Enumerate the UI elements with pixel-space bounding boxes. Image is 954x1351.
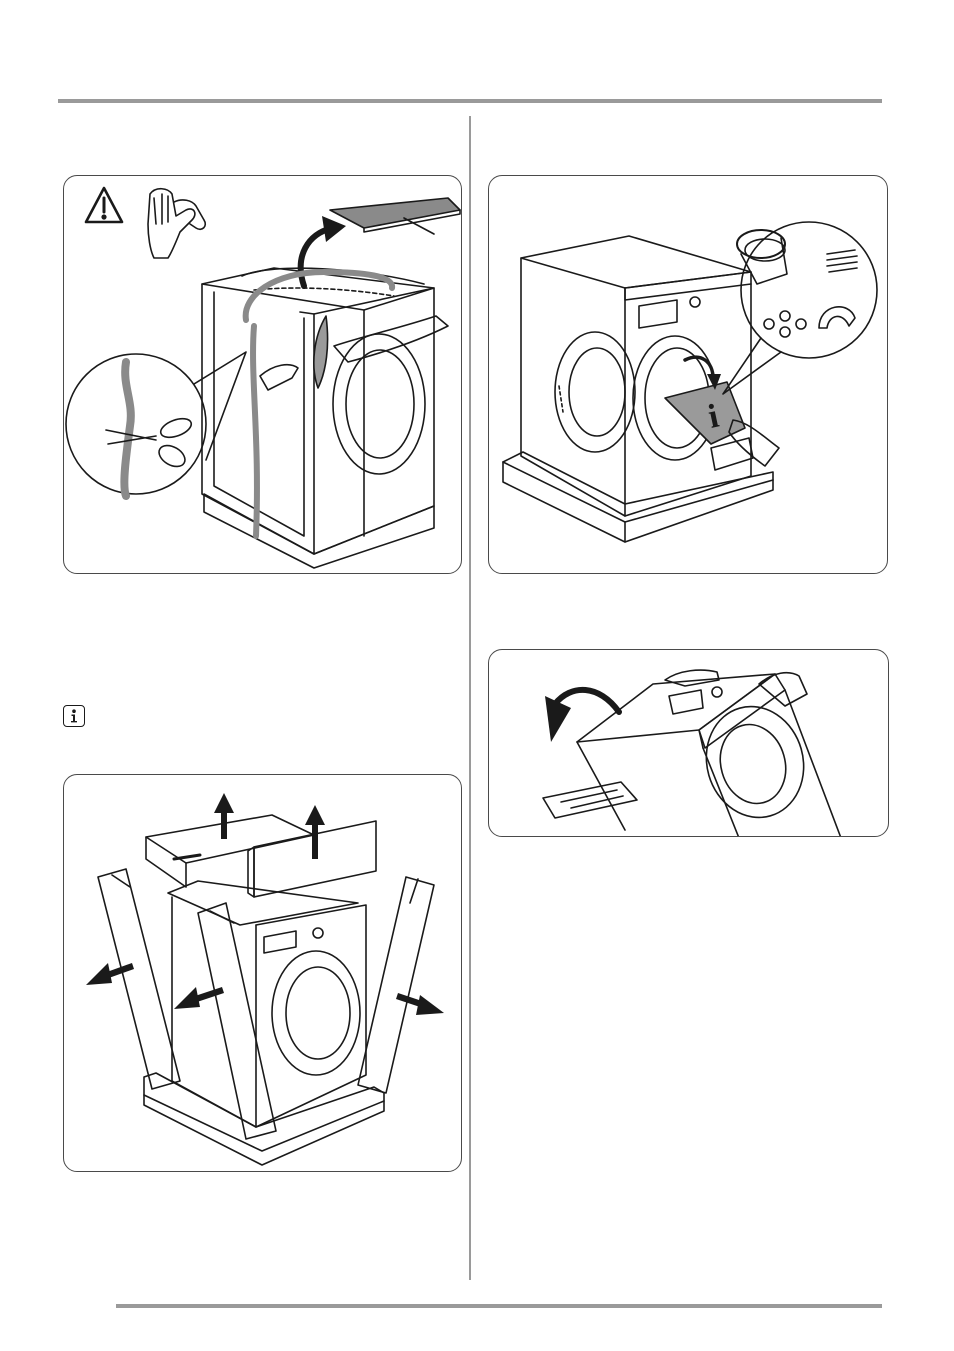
hose-guide-icon [819,307,855,328]
side-arrow-icon [86,963,444,1015]
pallet-base [144,1073,384,1165]
rotate-arrow-icon [545,690,619,742]
scissors-icon [106,415,194,471]
packaging-straps [246,272,392,536]
figure-open-door-remove-accessories: i [488,175,888,574]
warning-icon [86,188,122,222]
pallet-base [503,452,773,542]
washing-machine-tilted [577,674,841,837]
up-arrow-icon [214,793,325,859]
column-divider [469,116,471,1280]
figure-remove-top-packaging [63,175,462,574]
spacers-icon [764,311,806,337]
header-rule [58,99,882,103]
top-packaging-blocks [146,815,376,897]
hands [665,670,807,706]
washing-machine-packaged [202,268,434,568]
screws-icon [827,250,857,272]
top-cover [330,198,460,234]
info-sheet-icon: i [665,357,745,444]
scissors-detail-callout [66,352,246,496]
footer-rule [116,1304,882,1308]
hands [260,316,448,390]
hose-icon [737,230,787,284]
figure-remove-side-panels [63,774,462,1172]
accessories-callout [723,222,877,394]
info-icon [63,705,85,727]
figure-tilt-machine-back [488,649,889,837]
gloves-icon [148,189,205,258]
detached-base [543,782,637,818]
